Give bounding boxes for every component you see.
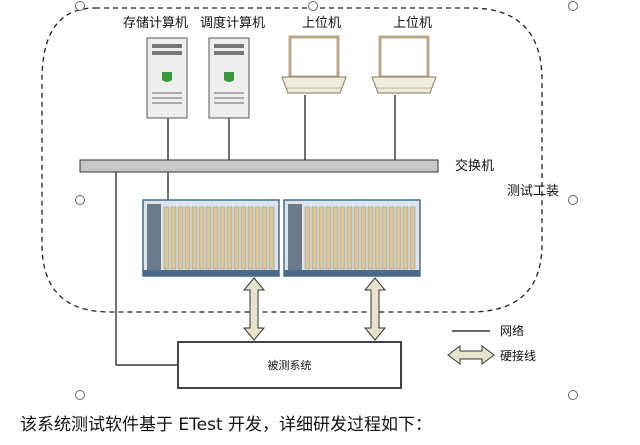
label-test-fixture: 测试工装 xyxy=(507,184,560,199)
label-host-pc-2: 上位机 xyxy=(393,16,433,31)
label-system-under-test: 被测系统 xyxy=(267,359,312,372)
legend-network-label: 网络 xyxy=(500,324,525,338)
scheduler-server-icon xyxy=(208,37,250,119)
label-host-pc-1: 上位机 xyxy=(302,16,342,31)
resize-handle-top-center[interactable] xyxy=(308,1,318,11)
label-storage-computer: 存储计算机 xyxy=(123,16,189,31)
label-switch: 交换机 xyxy=(455,159,495,174)
resize-handle-top-left[interactable] xyxy=(75,1,85,11)
resize-handle-top-right[interactable] xyxy=(568,1,578,11)
legend-hardwire-label: 硬接线 xyxy=(500,349,537,363)
test-chassis-1 xyxy=(142,199,280,277)
test-fixture-boundary xyxy=(41,7,543,313)
resize-handle-mid-left[interactable] xyxy=(75,195,85,205)
network-lines xyxy=(115,95,396,366)
resize-handle-mid-right[interactable] xyxy=(568,195,578,205)
laptop-icon-2 xyxy=(371,35,437,94)
storage-server-icon xyxy=(146,37,188,119)
hardwire-arrow-2 xyxy=(363,277,387,341)
switch-bar xyxy=(79,159,439,173)
caption-text: 该系统测试软件基于 ETest 开发，详细研发过程如下： xyxy=(20,415,433,435)
laptop-icon-1 xyxy=(281,35,347,94)
test-chassis-2 xyxy=(283,199,421,277)
legend-hardwire-arrow xyxy=(447,345,495,365)
label-scheduler-computer: 调度计算机 xyxy=(200,16,266,31)
resize-handle-bottom-left[interactable] xyxy=(75,390,85,400)
hardwire-arrow-1 xyxy=(242,277,266,341)
resize-handle-bottom-right[interactable] xyxy=(568,390,578,400)
system-under-test-box: 被测系统 xyxy=(177,341,402,389)
